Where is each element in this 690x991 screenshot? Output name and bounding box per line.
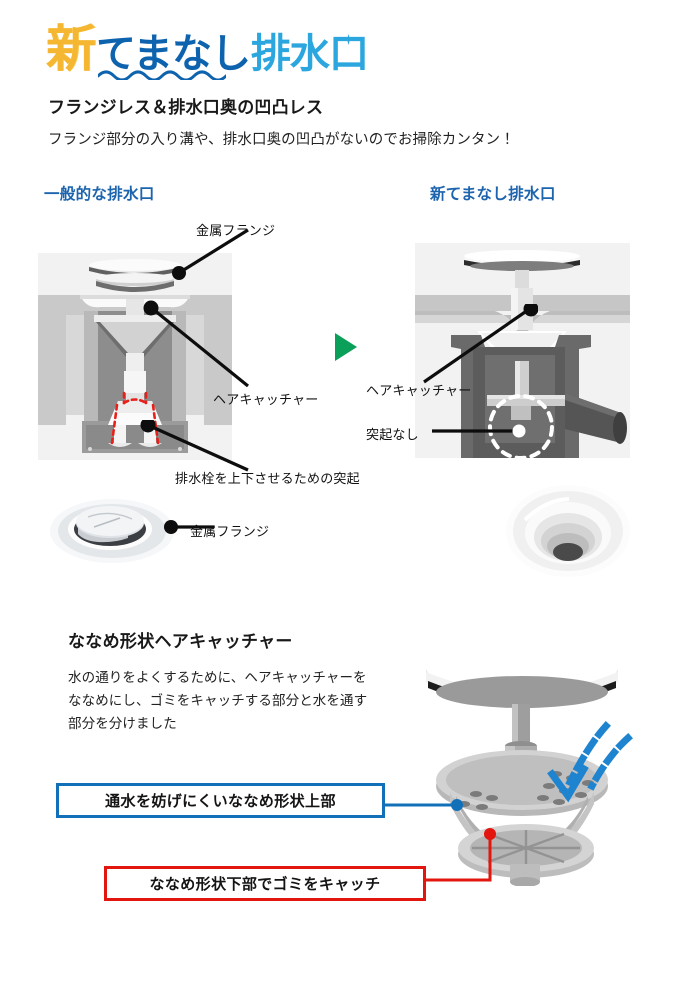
annotation-metal-flange-photo: 金属フランジ: [190, 524, 270, 539]
column-heading-new: 新てまなし排水口: [430, 186, 556, 203]
callout-lower-shape: ななめ形状下部でゴミをキャッチ: [104, 866, 426, 901]
annotation-hair-catcher-left: ヘアキャッチャー: [213, 392, 319, 407]
logo-middle-wrap: てまなし: [96, 32, 251, 80]
new-drain-diagram: [415, 243, 630, 458]
product-logo: 新 てまなし 排水口: [46, 16, 369, 80]
callout-upper-label: 通水を妨げにくいななめ形状上部: [105, 793, 336, 810]
wave-underline-icon: [98, 70, 226, 80]
logo-middle-text: てまなし: [96, 32, 251, 76]
conventional-drain-diagram: [38, 253, 232, 460]
connector-blue-callout: [383, 799, 463, 811]
intro-subheading: フランジ部分の入り溝や、排水口奥の凹凸がないのでお掃除カンタン！: [48, 132, 515, 148]
hair-catcher-product-image: [426, 634, 633, 886]
feature-body: 水の通りをよくするために、ヘアキャッチャーをななめにし、ゴミをキャッチする部分と…: [68, 670, 368, 732]
column-heading-conventional: 一般的な排水口: [44, 186, 155, 203]
annotation-metal-flange-top: 金属フランジ: [196, 223, 276, 238]
feature-title: ななめ形状ヘアキャッチャー: [68, 632, 293, 651]
logo-shin-char: 新: [46, 21, 96, 77]
sparkle-icon: [343, 34, 354, 45]
connector-red-callout: [424, 828, 496, 882]
callout-lower-label: ななめ形状下部でゴミをキャッチ: [149, 876, 381, 893]
annotation-hair-catcher-right: ヘアキャッチャー: [366, 383, 472, 398]
photo-conventional-drain: [50, 499, 174, 563]
transition-arrow-icon: [335, 333, 357, 361]
callout-upper-shape: 通水を妨げにくいななめ形状上部: [56, 783, 385, 818]
intro-heading: フランジレス＆排水口奥の凹凸レス: [48, 98, 324, 117]
annotation-no-protrusion: 突起なし: [366, 427, 419, 442]
annotation-stopper-protrusion: 排水栓を上下させるための突起: [175, 471, 360, 486]
photo-new-drain: [506, 485, 630, 577]
